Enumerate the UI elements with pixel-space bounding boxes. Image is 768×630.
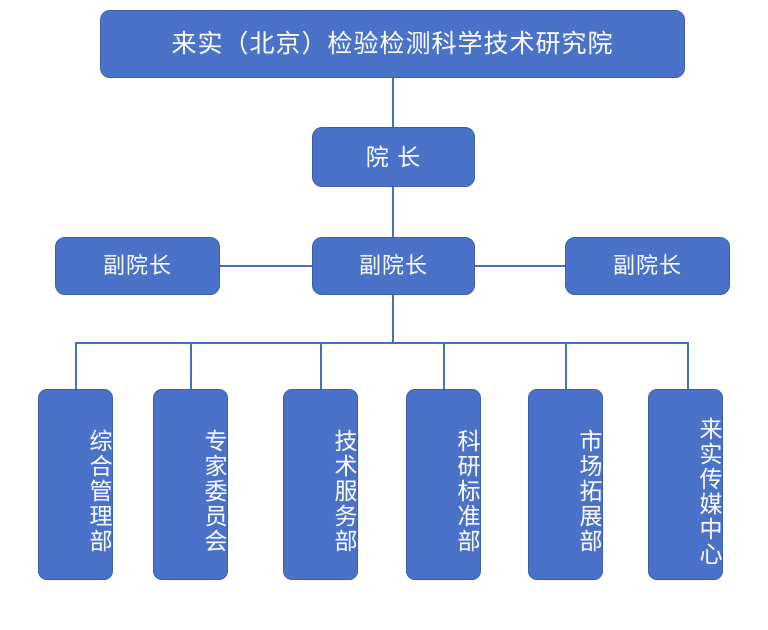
connector-bus-to-department-3 [320, 342, 322, 390]
connector-bus-to-department-5 [565, 342, 567, 390]
org-node-vice-president-center[interactable]: 副院长 [312, 237, 475, 295]
connector-vice-center-to-vice-right [474, 265, 566, 267]
connector-vice-center-to-bus [392, 294, 394, 343]
connector-bus-to-department-6 [687, 342, 689, 390]
connector-root-to-president [392, 77, 394, 128]
org-node-department-research-standards[interactable]: 科研标准部 [406, 389, 481, 580]
connector-bus-to-department-4 [443, 342, 445, 390]
org-node-vice-president-right[interactable]: 副院长 [565, 237, 730, 295]
org-node-department-laishi-media-center[interactable]: 来实传媒中心 [648, 389, 723, 580]
org-node-department-market-development[interactable]: 市场拓展部 [528, 389, 603, 580]
org-node-department-technical-service[interactable]: 技术服务部 [283, 389, 358, 580]
connector-department-bus [75, 342, 689, 344]
connector-vice-center-to-vice-left [219, 265, 313, 267]
connector-bus-to-department-1 [75, 342, 77, 390]
org-node-institute-title[interactable]: 来实（北京）检验检测科学技术研究院 [100, 10, 685, 78]
connector-president-to-vice-center [392, 186, 394, 238]
connector-bus-to-department-2 [190, 342, 192, 390]
org-node-department-general-management[interactable]: 综合管理部 [38, 389, 113, 580]
org-node-department-expert-committee[interactable]: 专家委员会 [153, 389, 228, 580]
org-node-vice-president-left[interactable]: 副院长 [55, 237, 220, 295]
org-node-president[interactable]: 院 长 [312, 127, 475, 187]
